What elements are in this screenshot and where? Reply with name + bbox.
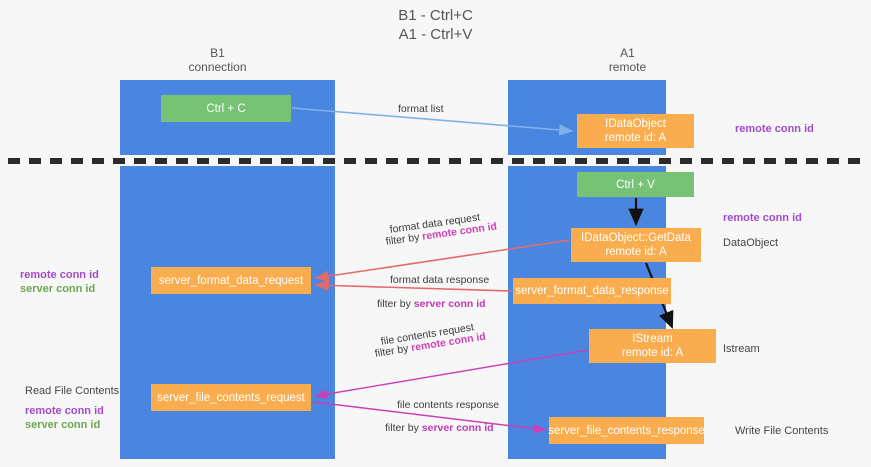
node-getdata-line1: IDataObject::GetData xyxy=(581,232,691,244)
filter-highlight-server-conn-id: server conn id xyxy=(421,422,494,434)
node-idataobject-line2: remote id: A xyxy=(604,132,667,144)
page-title: B1 - Ctrl+C A1 - Ctrl+V xyxy=(0,6,871,44)
filter-prefix: filter by xyxy=(385,422,422,434)
column-a1-subtitle: remote xyxy=(608,60,647,74)
edge-label-format-data-response-text: format data response xyxy=(390,274,490,286)
arrow-file-contents-request xyxy=(314,349,589,399)
edge-label-format-list-text: format list xyxy=(398,103,444,115)
annotation-left-bottom: Read File Contents remote conn id server… xyxy=(25,384,119,432)
node-istream-line1: IStream xyxy=(632,333,673,345)
column-header-a1: A1 remote xyxy=(550,46,705,74)
filter-prefix: filter by xyxy=(377,298,414,310)
node-server-file-contents-request[interactable]: server_file_contents_request xyxy=(151,384,311,411)
column-b1-subtitle: connection xyxy=(188,60,247,74)
edge-label-format-list: format list xyxy=(398,103,444,116)
node-server-file-contents-request-label: server_file_contents_request xyxy=(157,391,305,404)
node-ctrl-c-label: Ctrl + C xyxy=(206,102,246,115)
filter-highlight-server-conn-id: server conn id xyxy=(413,298,486,310)
annotation-read-file-contents: Read File Contents xyxy=(25,385,120,397)
column-a1-name: A1 xyxy=(620,46,635,60)
annotation-istream: Istream xyxy=(723,342,760,356)
annotation-write-file-contents: Write File Contents xyxy=(735,424,828,438)
annotation-remote-conn-id-mid: remote conn id xyxy=(723,211,802,225)
annotation-remote-conn-id-top-text: remote conn id xyxy=(735,123,814,135)
node-server-format-data-response-label: server_format_data_response xyxy=(515,285,669,297)
node-server-format-data-request-label: server_format_data_request xyxy=(158,274,304,287)
node-idataobject-line1: IDataObject xyxy=(605,118,666,130)
annotation-left-mid-server: server conn id xyxy=(20,283,96,295)
node-getdata-line2: remote id: A xyxy=(605,246,667,258)
annotation-dataobject: DataObject xyxy=(723,236,778,250)
edge-label-format-data-response-filter: filter by server conn id xyxy=(377,298,486,311)
edge-label-file-contents-response-text: file contents response xyxy=(397,399,500,411)
node-server-format-data-response[interactable]: server_format_data_response xyxy=(513,278,671,304)
arrow-format-data-response xyxy=(314,279,513,292)
node-istream-line2: remote id: A xyxy=(621,347,684,359)
annotation-write-file-contents-text: Write File Contents xyxy=(735,425,829,437)
annotation-istream-text: Istream xyxy=(723,343,760,355)
node-idataobject-getdata[interactable]: IDataObject::GetData remote id: A xyxy=(571,228,701,262)
annotation-dataobject-text: DataObject xyxy=(723,237,779,249)
annotation-remote-conn-id-mid-text: remote conn id xyxy=(723,212,802,224)
edge-label-file-contents-response-filter: filter by server conn id xyxy=(385,422,494,435)
annotation-left-mid-remote: remote conn id xyxy=(20,269,99,281)
annotation-remote-conn-id-top: remote conn id xyxy=(735,122,814,136)
node-ctrl-v-label: Ctrl + V xyxy=(616,178,655,191)
edge-label-format-data-response: format data response xyxy=(390,274,489,287)
arrow-format-data-request xyxy=(314,239,571,282)
node-ctrl-v[interactable]: Ctrl + V xyxy=(577,172,694,197)
node-idataobject[interactable]: IDataObject remote id: A xyxy=(577,114,694,148)
title-line-2: A1 - Ctrl+V xyxy=(398,26,473,43)
node-server-format-data-request[interactable]: server_format_data_request xyxy=(151,267,311,294)
annotation-left-bot-server: server conn id xyxy=(25,419,101,431)
column-b1-name: B1 xyxy=(210,46,225,60)
arrow-format-list xyxy=(291,107,574,136)
annotation-left-bot-remote: remote conn id xyxy=(25,405,104,417)
title-line-1: B1 - Ctrl+C xyxy=(398,7,473,24)
node-ctrl-c[interactable]: Ctrl + C xyxy=(161,95,291,122)
node-istream[interactable]: IStream remote id: A xyxy=(589,329,716,363)
node-server-file-contents-response-label: server_file_contents_response xyxy=(548,424,705,437)
arrow-file-contents-response xyxy=(313,401,547,434)
annotation-left-middle: remote conn id server conn id xyxy=(20,268,99,296)
column-header-b1: B1 connection xyxy=(155,46,280,74)
edge-label-file-contents-response: file contents response xyxy=(397,399,499,412)
node-server-file-contents-response[interactable]: server_file_contents_response xyxy=(548,417,705,444)
